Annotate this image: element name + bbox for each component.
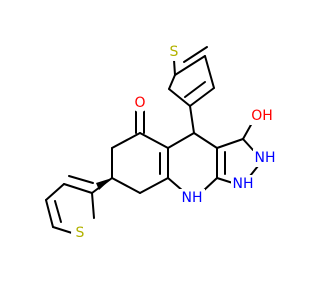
atom-label: S xyxy=(76,225,85,241)
bond xyxy=(174,55,206,76)
atom-label: S xyxy=(170,44,179,60)
atom-label: NH xyxy=(182,190,203,206)
bond xyxy=(249,165,259,177)
molecule-structure: S O OH NH NH NH S xyxy=(45,43,279,242)
bond xyxy=(204,55,215,89)
bond xyxy=(139,177,169,194)
bond xyxy=(242,122,253,140)
bond xyxy=(54,200,62,223)
bond xyxy=(189,87,215,107)
bond xyxy=(139,132,169,149)
atom-oxygen-ketone: O xyxy=(131,94,149,112)
bond xyxy=(193,132,218,149)
bond xyxy=(45,199,54,228)
bond xyxy=(63,183,93,194)
bond xyxy=(216,138,244,149)
atom-label-layer: S O OH NH NH NH S xyxy=(71,43,279,242)
atom-nh-bridge: NH xyxy=(179,189,205,207)
atom-label: NH xyxy=(255,150,276,166)
bond xyxy=(68,175,94,184)
bond xyxy=(242,138,254,151)
atom-sulfur-top: S xyxy=(165,43,183,61)
atom-hydroxy: OH xyxy=(250,107,276,125)
stereo-wedge-bond xyxy=(96,178,112,190)
bond xyxy=(91,192,95,219)
atom-label: O xyxy=(134,95,145,111)
bond xyxy=(167,177,184,192)
bond xyxy=(111,132,141,149)
bond xyxy=(111,177,141,194)
bond xyxy=(168,88,191,107)
atom-nh-pyrazole-lower: NH xyxy=(231,175,257,193)
bond xyxy=(52,226,73,234)
atom-label: NH xyxy=(233,176,254,192)
bond xyxy=(183,46,208,63)
bond-layer xyxy=(45,46,259,234)
atom-label: OH xyxy=(251,108,273,124)
atom-nh-pyrazole-upper: NH xyxy=(253,149,279,167)
bond xyxy=(167,132,195,149)
bond xyxy=(189,105,195,134)
bond xyxy=(173,59,176,76)
bond xyxy=(45,183,65,201)
bond xyxy=(168,74,176,90)
atom-sulfur-left: S xyxy=(71,224,89,242)
bond xyxy=(184,81,206,98)
